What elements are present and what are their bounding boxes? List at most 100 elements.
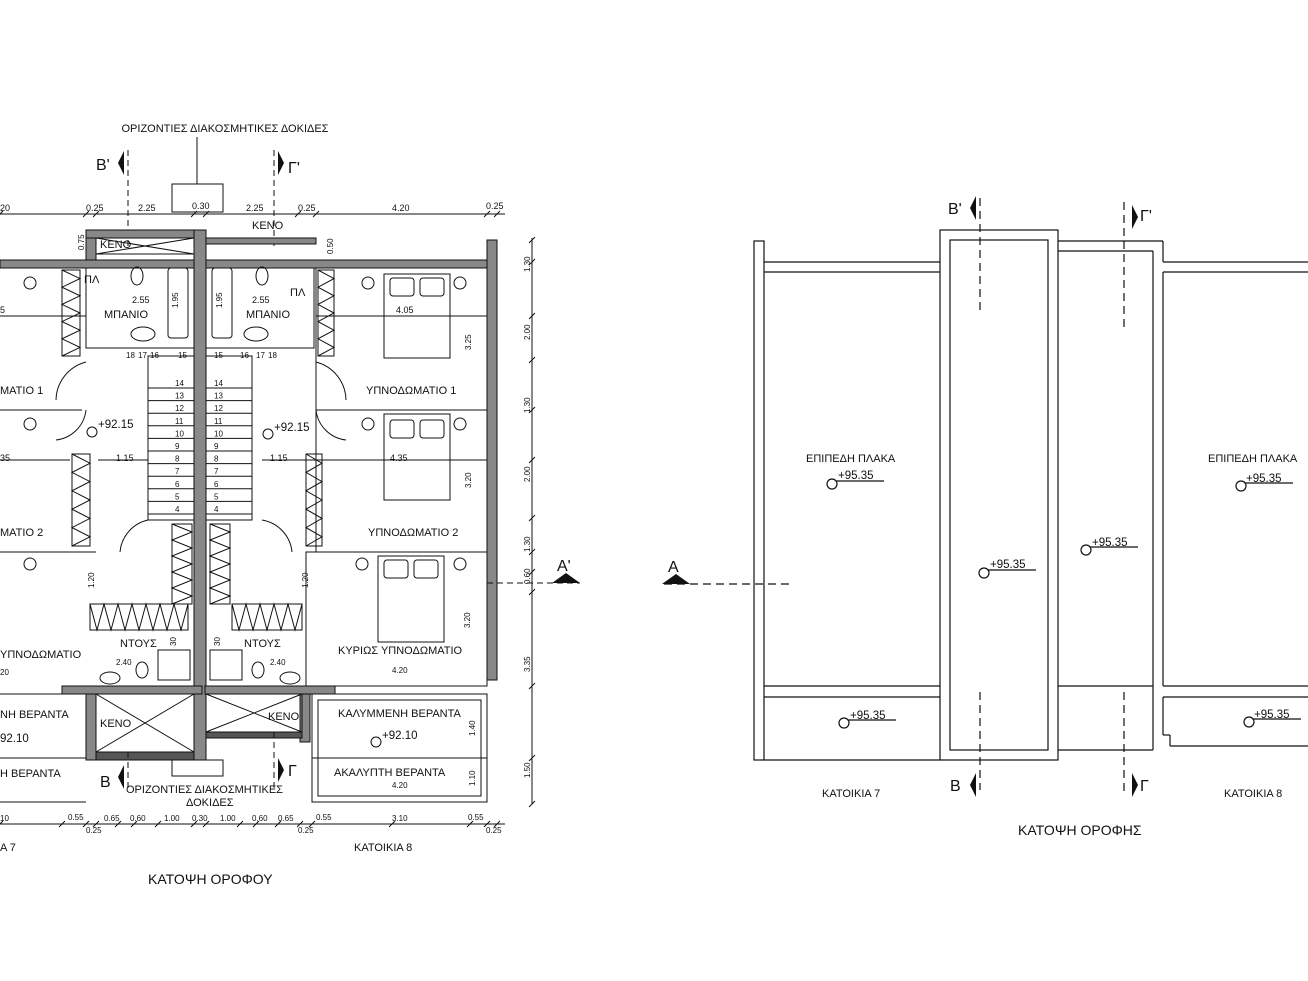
dim-tick xyxy=(308,820,316,828)
dim-label: 1.95 xyxy=(171,292,180,308)
shower-label-right: ΝΤΟΥΣ xyxy=(244,638,281,650)
wardrobe-hatch xyxy=(304,453,324,547)
level-label: +95.35 xyxy=(1246,473,1282,485)
wardrobe-hatch xyxy=(70,453,92,547)
level-marker: +92.15 xyxy=(86,419,134,438)
dim-tick xyxy=(483,210,491,218)
open-veranda-label-left: Η ΒΕΡΑΝΤΑ xyxy=(0,768,61,780)
dim-label: 1.10 xyxy=(468,770,477,786)
dim-label: 2.40 xyxy=(116,658,132,667)
section-arrow-icon xyxy=(118,765,124,789)
toilet-icon xyxy=(135,661,149,679)
void-label: ΚΕΝΟ xyxy=(100,718,132,730)
dim-label: 1.15 xyxy=(270,453,288,463)
dim-label: 0.55 xyxy=(468,813,484,822)
dim-tick xyxy=(0,210,4,215)
stair-number: 8 xyxy=(175,455,180,464)
dim-label: 4.20 xyxy=(392,781,408,790)
wardrobe-hatch xyxy=(89,602,189,632)
level-label: +92.15 xyxy=(98,419,134,431)
dim-label: 4.20 xyxy=(392,203,410,213)
dim-label: 0.50 xyxy=(326,238,335,254)
level-marker: +92.10 xyxy=(370,730,418,748)
dim-label: 2.25 xyxy=(138,203,156,213)
dim-tick xyxy=(0,820,4,825)
dim-tick xyxy=(528,236,536,244)
dim-label: 0.25 xyxy=(486,201,504,211)
dim-label: 5 xyxy=(0,305,5,315)
room-label: ΠΛ xyxy=(84,274,100,286)
dim-label: 2.00 xyxy=(523,324,532,340)
dim-tick xyxy=(528,800,536,808)
dim-tick xyxy=(130,820,138,828)
sink-icon xyxy=(99,671,121,685)
dim-tick xyxy=(528,548,536,556)
open-veranda-label-right: ΑΚΑΛΥΠΤΗ ΒΕΡΑΝΤΑ xyxy=(334,767,446,779)
dim-tick xyxy=(528,406,536,414)
dim-label: 0.65 xyxy=(104,814,120,823)
stair-number: 13 xyxy=(214,392,223,401)
level-marker: +95.35 xyxy=(1243,709,1301,728)
roof-section-a: Α xyxy=(668,559,679,576)
dim-label: 30 xyxy=(169,637,178,646)
wardrobe-hatch xyxy=(170,523,194,605)
dim-label: 0.25 xyxy=(86,203,104,213)
floor-plan-upper: ΟΡΙΖΟΝΤΙΕΣ ΔΙΑΚΟΣΜΗΤΙΚΕΣ ΔΟΚΙΔΕΣ Β' Γ' 2… xyxy=(0,123,580,887)
dim-label: 4.35 xyxy=(390,453,408,463)
covered-veranda-label-left: ΝΗ ΒΕΡΑΝΤΑ xyxy=(0,709,69,721)
section-mark-g-prime: Γ' xyxy=(288,160,300,177)
section-arrow-icon xyxy=(278,758,284,782)
bathroom-label-left: ΜΠΑΝΙΟ xyxy=(104,309,148,321)
dim-label: 1.00 xyxy=(220,814,236,823)
stair-number: 5 xyxy=(214,492,219,501)
stair-number: 6 xyxy=(214,480,219,489)
dim-tick xyxy=(493,820,501,828)
dim-tick xyxy=(528,754,536,762)
bedroom1-label-left: ΜΑΤΙΟ 1 xyxy=(0,385,43,397)
dim-tick xyxy=(202,210,210,218)
covered-veranda-label-right: ΚΑΛΥΜΜΕΝΗ ΒΕΡΑΝΤΑ xyxy=(338,708,462,720)
roof-section-b: Β xyxy=(950,778,961,795)
dim-label: 0.30 xyxy=(192,201,210,211)
sink-icon xyxy=(130,326,156,342)
sink-icon xyxy=(243,326,269,342)
stair-number: 12 xyxy=(214,404,223,413)
dim-label: 1.30 xyxy=(523,256,532,272)
wardrobe-hatch xyxy=(231,602,303,632)
dim-tick xyxy=(154,820,162,828)
bathroom-label-right: ΜΠΑΝΙΟ xyxy=(246,309,290,321)
dim-tick xyxy=(528,514,536,522)
sink-icon xyxy=(279,671,301,685)
dim-tick xyxy=(528,568,536,576)
top-beams-note: ΟΡΙΖΟΝΤΙΕΣ ΔΙΑΚΟΣΜΗΤΙΚΕΣ ΔΟΚΙΔΕΣ xyxy=(122,123,329,135)
dim-label: 4.20 xyxy=(392,666,408,675)
stair-number: 18 xyxy=(268,351,277,360)
bottom-beams-note-2: ΔΟΚΙΔΕΣ xyxy=(186,797,234,809)
level-marker: +95.35 xyxy=(838,710,896,729)
room-label: ΠΛ xyxy=(290,287,306,299)
dim-label: 1.15 xyxy=(116,453,134,463)
dim-label: 1.20 xyxy=(87,572,96,588)
bedroom1-label-right: ΥΠΝΟΔΩΜΑΤΙΟ 1 xyxy=(366,385,456,397)
stair-number: 17 xyxy=(256,351,265,360)
stair-number: 12 xyxy=(175,404,184,413)
dim-label: 2.00 xyxy=(523,466,532,482)
roof-section-g: Γ xyxy=(1140,778,1149,795)
section-arrow-icon xyxy=(552,573,580,583)
dim-label: 0.25 xyxy=(298,203,316,213)
stair-number: 11 xyxy=(214,417,223,426)
stair-number: 15 xyxy=(214,351,223,360)
dim-tick xyxy=(312,210,320,218)
dim-label: 1.95 xyxy=(215,292,224,308)
void-label: ΚΕΝΟ xyxy=(268,711,300,723)
dim-tick xyxy=(528,258,536,266)
roof-plan: Β' Γ' Β Γ Α ΕΠΙΠΕΔΗ ΠΛΑΚΑ ΕΠΙΠΕΔΗ ΠΛΑΚΑ … xyxy=(662,196,1308,838)
dim-label: 1.20 xyxy=(301,572,310,588)
dim-label: 20 xyxy=(0,668,9,677)
level-label: +92.10 xyxy=(382,730,418,742)
dim-label: 0.60 xyxy=(523,568,532,584)
wardrobe-hatch xyxy=(316,269,336,357)
roof-unit-label-right: ΚΑΤΟΙΚΙΑ 8 xyxy=(1224,788,1282,800)
section-arrow-icon xyxy=(970,773,976,797)
dim-tick xyxy=(528,456,536,464)
